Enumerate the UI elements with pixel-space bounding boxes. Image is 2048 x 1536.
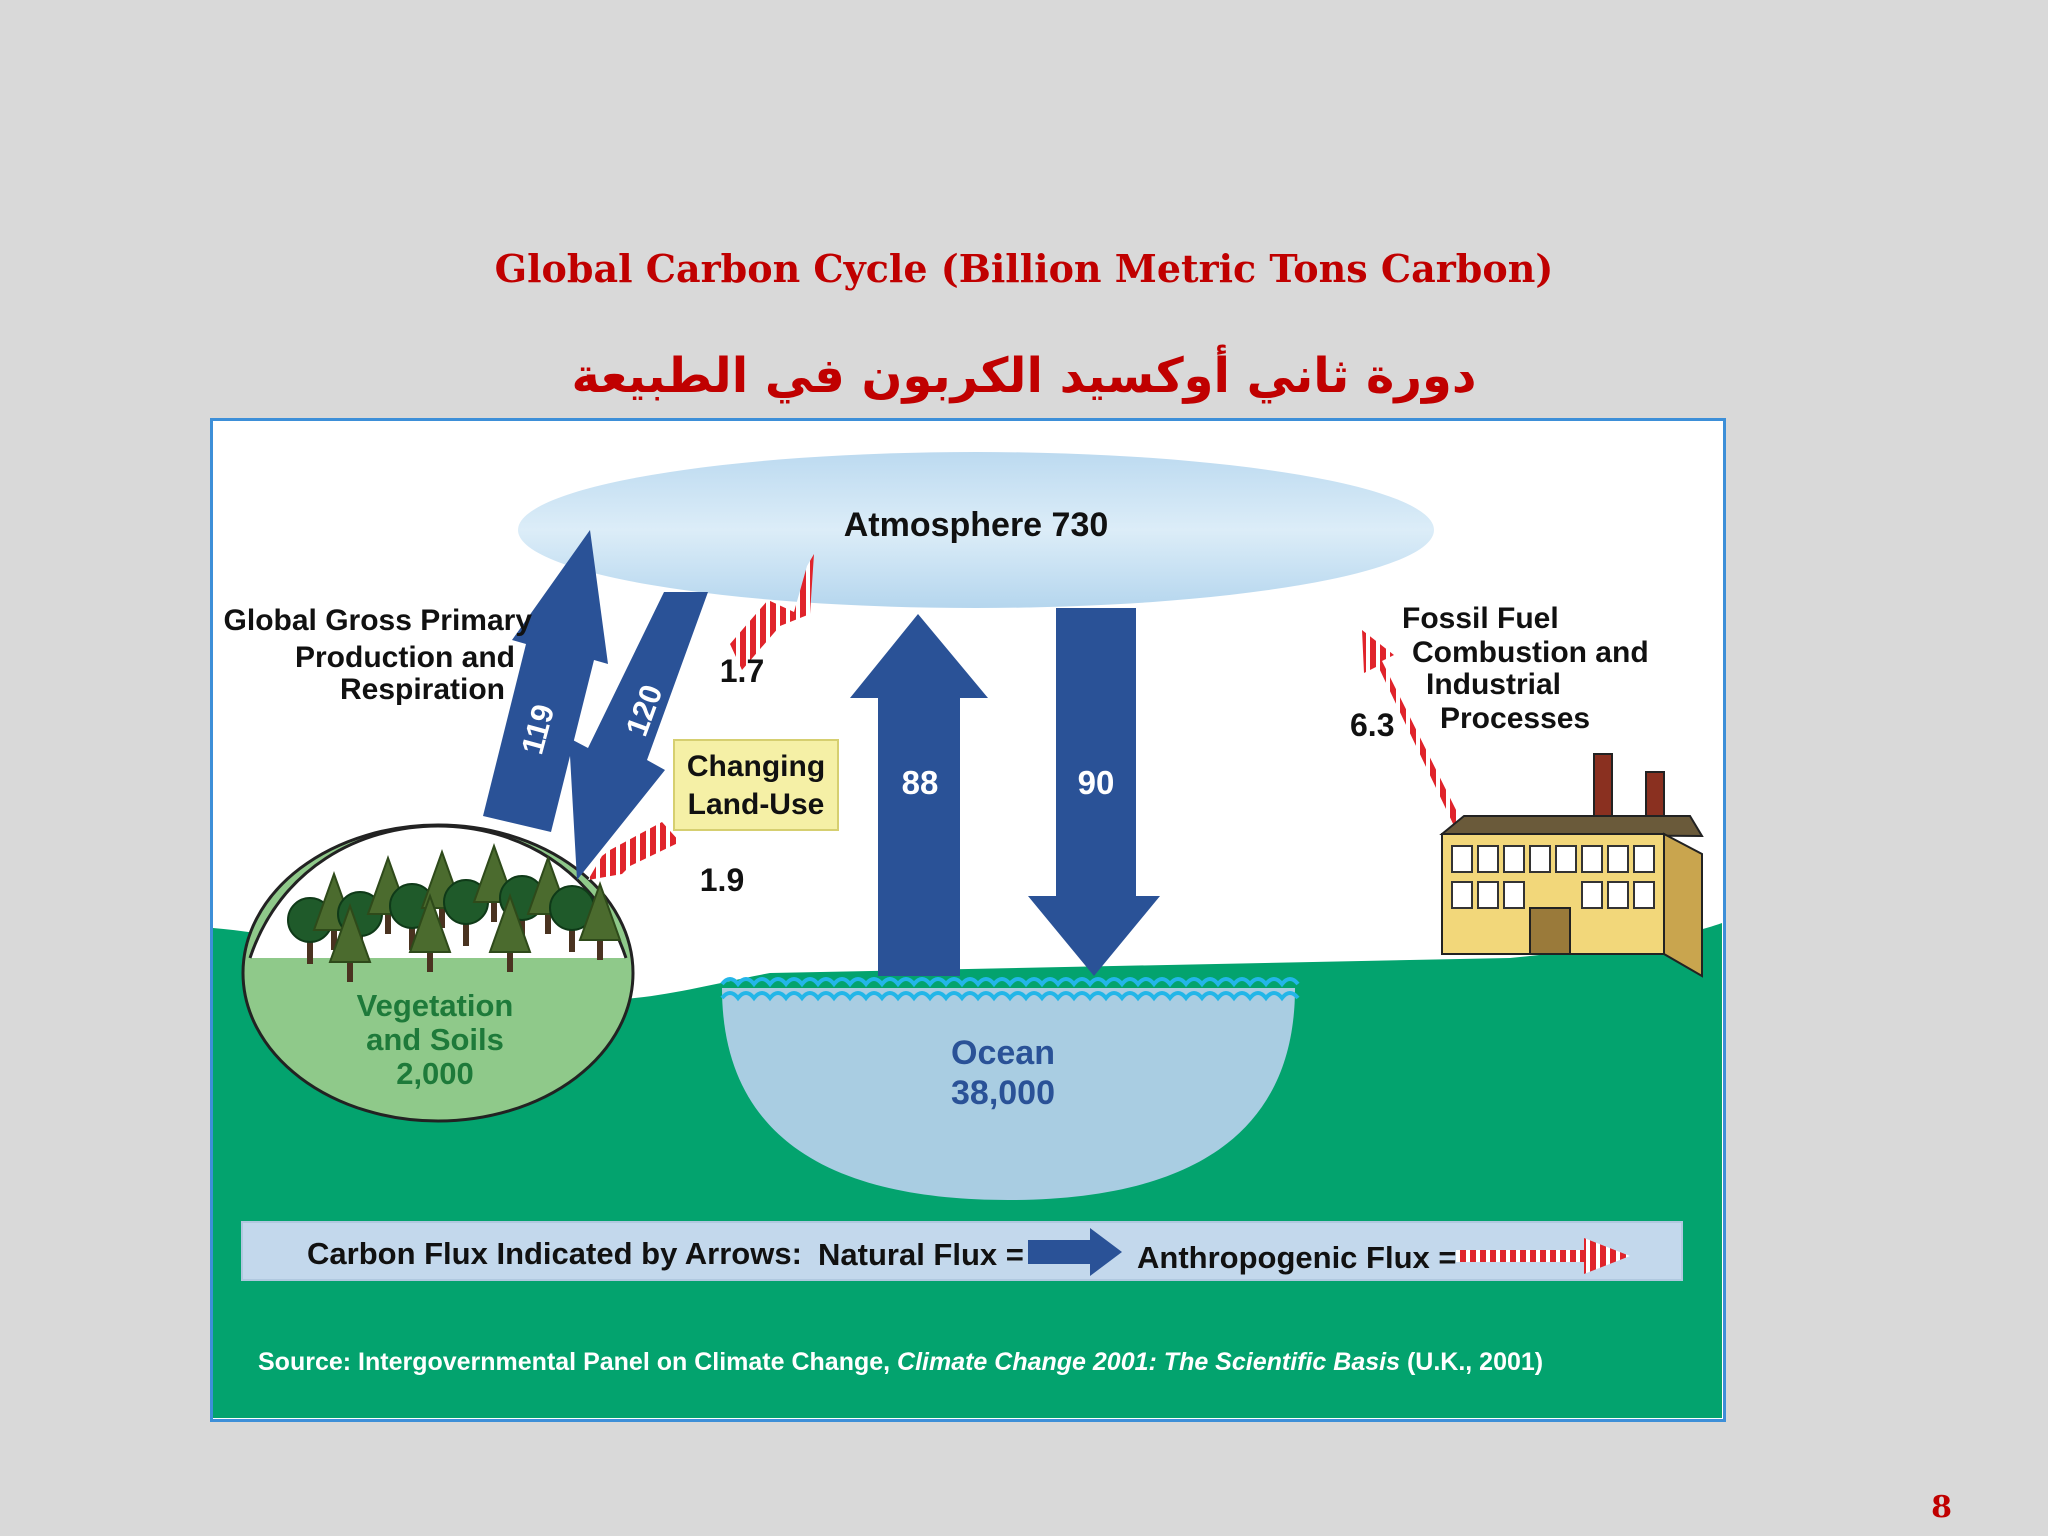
trees: [287, 843, 622, 982]
vegetation-label-value: 2,000: [396, 1056, 474, 1091]
carbon-cycle-diagram: Atmosphere 730 Vegetation and Soils 2,00…: [210, 418, 1726, 1422]
flux-1-9: 1.9: [700, 862, 744, 898]
legend-natural-label: Natural Flux =: [818, 1237, 1024, 1272]
source-prefix: Source: Intergovernmental Panel on Clima…: [258, 1348, 897, 1376]
atmosphere: [518, 452, 1434, 608]
source-title: Climate Change 2001: The Scientific Basi…: [897, 1348, 1400, 1376]
gpp-label-line2: Production and: [295, 641, 515, 674]
ocean-label: Ocean: [951, 1034, 1055, 1072]
land-use-box: Changing Land-Use: [673, 739, 839, 831]
legend-anthropogenic-label: Anthropogenic Flux =: [1137, 1240, 1456, 1275]
page-number: 8: [1931, 1490, 1952, 1525]
land-use-label-line2: Land-Use: [688, 788, 825, 821]
atmosphere-label: Atmosphere 730: [844, 506, 1109, 544]
slide-subtitle-arabic: دورة ثاني أوكسيد الكربون في الطبيعة: [571, 348, 1477, 404]
gpp-label-line1: Global Gross Primary: [224, 604, 533, 637]
fossil-label-line1: Fossil Fuel: [1402, 602, 1559, 635]
arrow-vegetation-to-atmosphere: [483, 530, 608, 832]
fossil-label-line3: Industrial: [1426, 668, 1561, 701]
flux-90: 90: [1078, 764, 1115, 801]
arrow-atmosphere-to-ocean: [1028, 608, 1160, 976]
legend-natural-arrow: [1028, 1228, 1122, 1276]
gpp-label-line3: Respiration: [340, 673, 505, 706]
source-citation: Source: Intergovernmental Panel on Clima…: [258, 1348, 1543, 1376]
ocean-waves: [720, 977, 1300, 1002]
vegetation-and-soils: [241, 823, 635, 1123]
arrow-landuse-to-vegetation: [588, 822, 680, 880]
arrow-landuse-to-atmosphere: [730, 554, 814, 670]
flux-88: 88: [902, 764, 939, 801]
vegetation-label-line2: and Soils: [366, 1022, 504, 1057]
fossil-label-line4: Processes: [1440, 702, 1590, 735]
ocean-label-value: 38,000: [951, 1074, 1055, 1112]
legend-anthropogenic-arrow: [1456, 1238, 1630, 1274]
flux-6-3: 6.3: [1350, 707, 1394, 743]
arrow-ocean-to-atmosphere: [850, 614, 988, 976]
ocean: [722, 988, 1295, 1200]
slide-title: Global Carbon Cycle (Billion Metric Tons…: [494, 246, 1554, 291]
vegetation-label-line1: Vegetation: [357, 988, 514, 1023]
source-suffix: (U.K., 2001): [1400, 1348, 1543, 1376]
land-use-label-line1: Changing: [687, 750, 825, 783]
fossil-label-line2: Combustion and: [1412, 636, 1649, 669]
factory-icon: [1439, 753, 1704, 978]
arrow-fossil-to-atmosphere: [1362, 630, 1464, 830]
arrow-atmosphere-to-vegetation: [569, 592, 708, 880]
flux-1-7: 1.7: [720, 653, 764, 689]
legend-prefix: Carbon Flux Indicated by Arrows:: [307, 1236, 802, 1271]
legend: Carbon Flux Indicated by Arrows: Natural…: [241, 1221, 1683, 1281]
